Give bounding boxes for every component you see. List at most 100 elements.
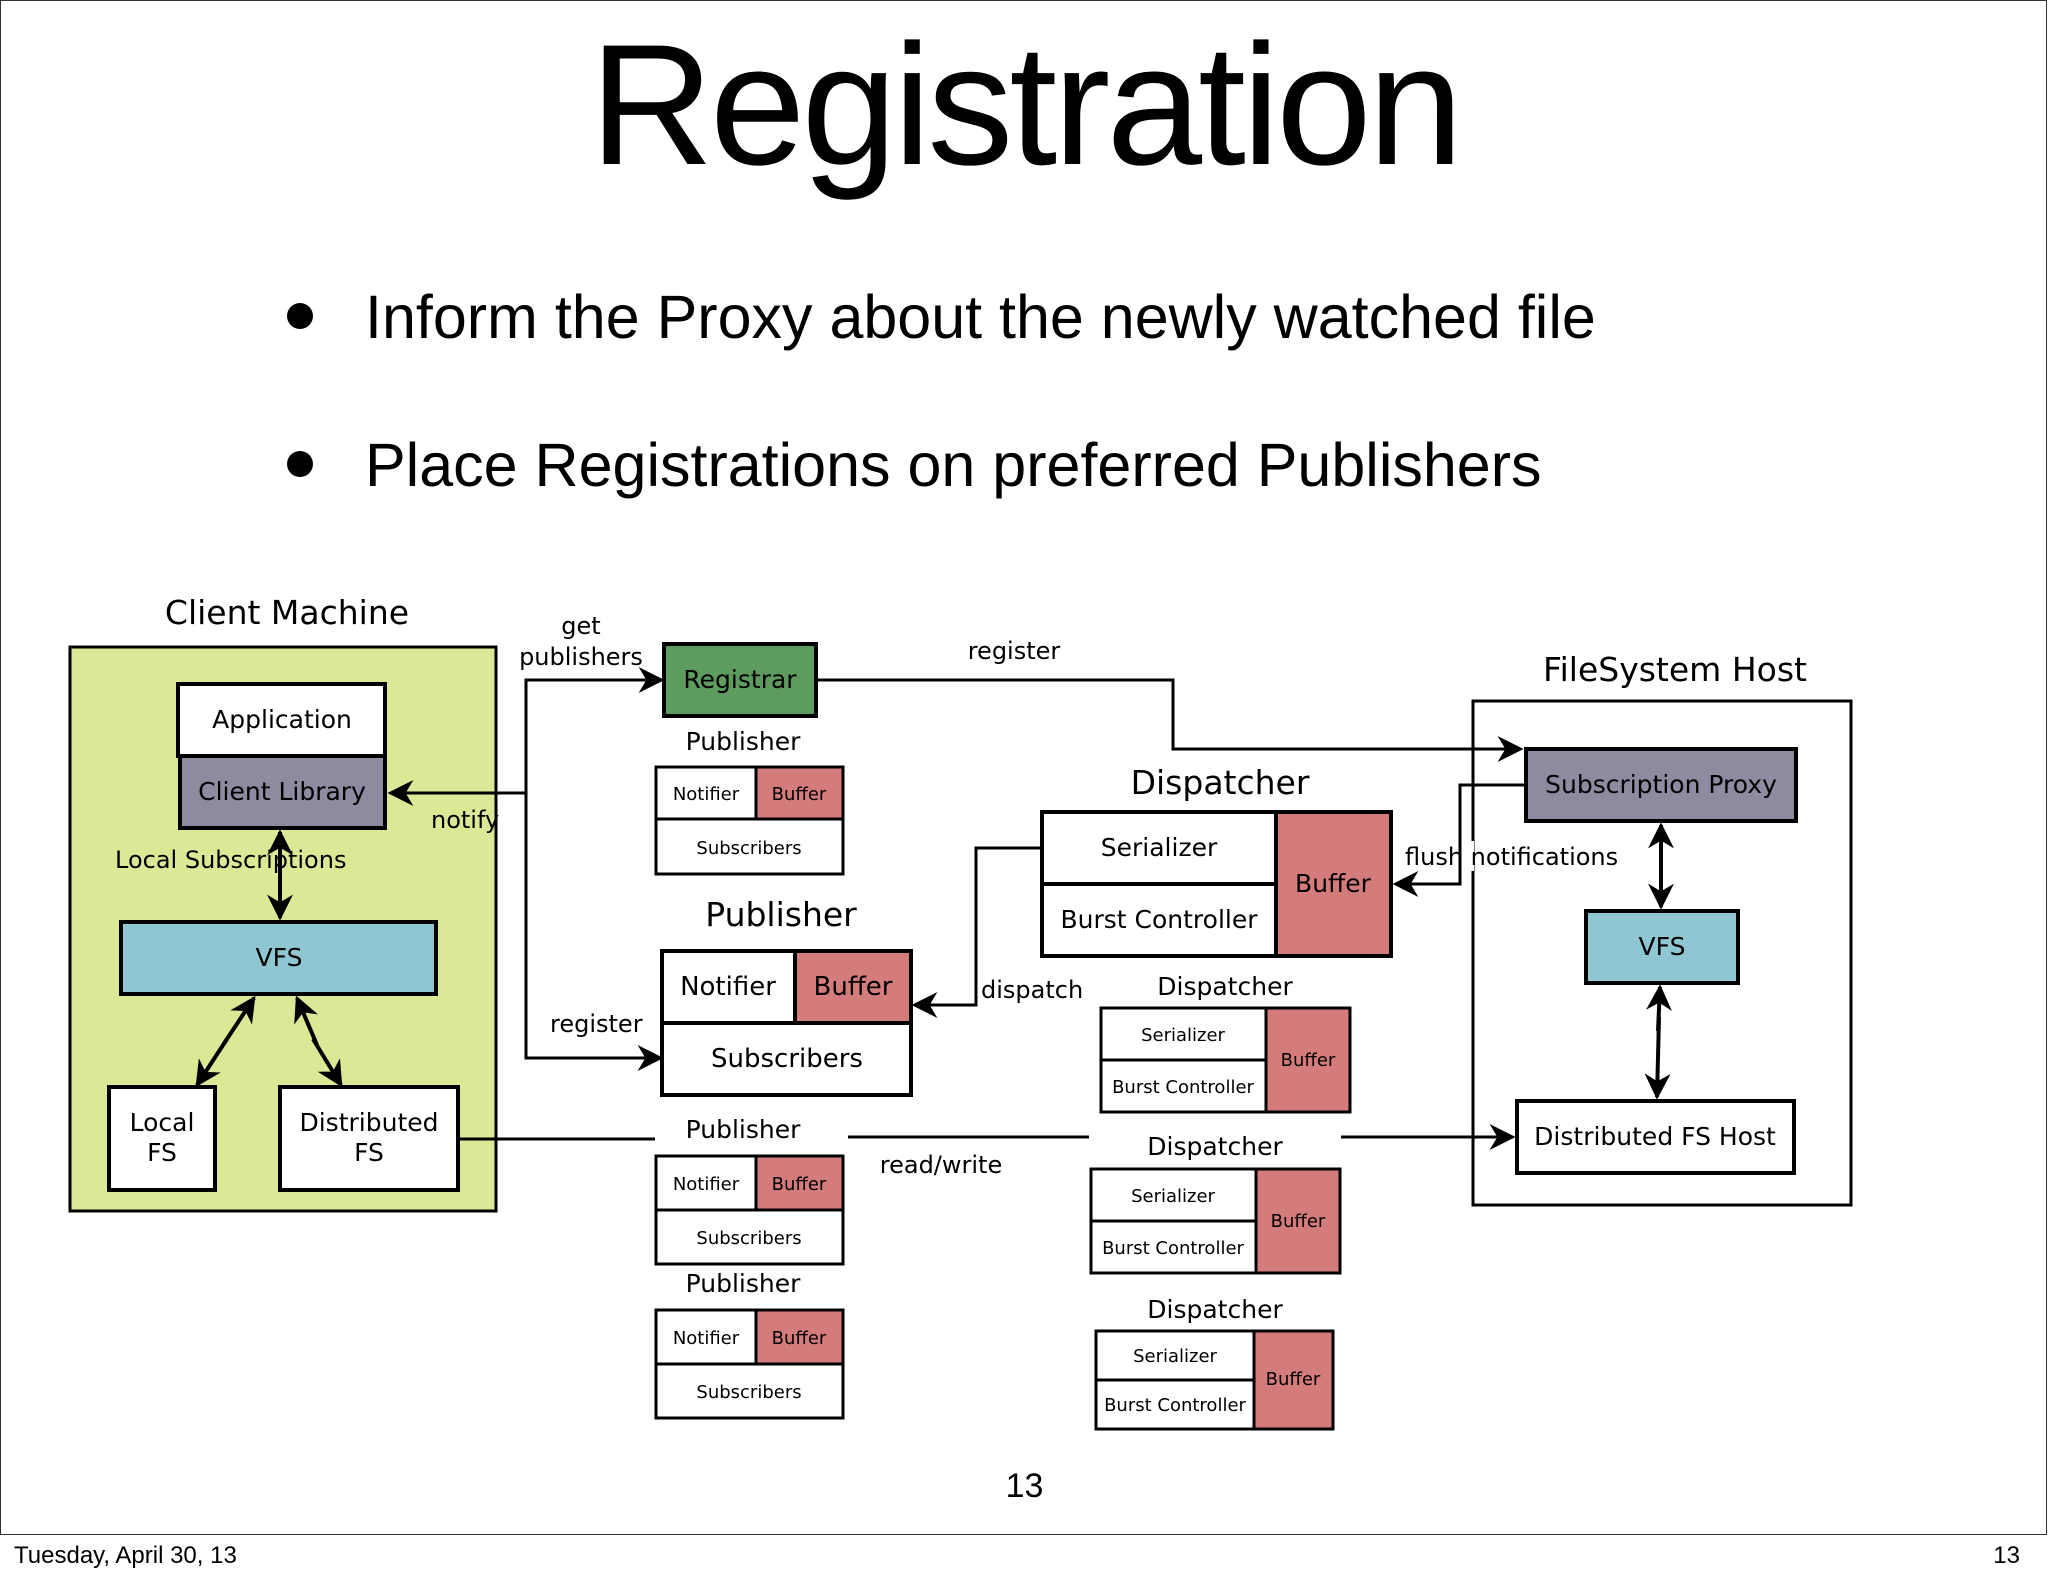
publisher-3-subscribers-box <box>654 1208 845 1266</box>
dispatcher-3-serializer-label: Serializer <box>1131 1186 1215 1207</box>
footer-page-number: 13 <box>1993 1542 2020 1569</box>
client-library-box <box>178 754 387 830</box>
filesystem-host-label: FileSystem Host <box>1543 650 1807 689</box>
registrar-label: Registrar <box>683 665 797 694</box>
architecture-diagram: Client Machine Application Client Librar… <box>68 593 1853 1431</box>
dispatcher-3-serializer-box <box>1089 1167 1258 1223</box>
application-label: Application <box>212 705 352 734</box>
publisher-1-buffer-label: Buffer <box>772 784 827 805</box>
publisher-3-notifier-label: Notifier <box>673 1174 740 1195</box>
bullet-2: Place Registrations on preferred Publish… <box>287 435 1542 496</box>
dispatcher-4-buffer-box <box>1252 1329 1335 1431</box>
bullet-text: Inform the Proxy about the newly watched… <box>365 283 1596 351</box>
dispatcher-2-buffer-label: Buffer <box>1281 1050 1336 1071</box>
footer-date: Tuesday, April 30, 13 <box>14 1542 237 1569</box>
flush-label-gap <box>1465 841 1474 871</box>
dispatcher-2-burst-controller-box <box>1099 1058 1268 1114</box>
local-fs-label-line1: Local <box>130 1108 195 1137</box>
subscription-proxy-label: Subscription Proxy <box>1545 770 1777 799</box>
client-vfs-label: VFS <box>256 943 303 972</box>
dispatcher-1-label: Dispatcher <box>1131 763 1310 802</box>
bullet-1: Inform the Proxy about the newly watched… <box>287 287 1596 348</box>
slide-title: Registration <box>589 9 1464 201</box>
flush-notifications-label: flush notifications <box>1405 843 1618 871</box>
read-write-label: read/write <box>880 1151 1002 1179</box>
vfs-dfs-host-arrow-down <box>1644 1016 1671 1100</box>
application-box <box>176 682 387 758</box>
client-library-label: Client Library <box>198 777 366 806</box>
flush-notifications-connector <box>1392 783 1526 897</box>
publisher-3-subscribers-label: Subscribers <box>696 1228 801 1249</box>
host-vfs-label: VFS <box>1639 932 1686 961</box>
publisher-4-subscribers-box <box>654 1362 845 1420</box>
publisher-1-buffer-box <box>754 765 845 821</box>
dispatcher-3-burst-controller-box <box>1089 1219 1258 1275</box>
distributed-fs-host-label: Distributed FS Host <box>1534 1122 1776 1151</box>
slide-page-number: 13 <box>1005 1467 1044 1505</box>
dispatcher-2-serializer-label: Serializer <box>1141 1025 1225 1046</box>
get-publishers-label-line2: publishers <box>519 643 643 671</box>
get-publishers-label-line1: get <box>561 612 600 640</box>
dispatcher-3-label: Dispatcher <box>1147 1132 1283 1161</box>
publisher-1-subscribers-label: Subscribers <box>696 838 801 859</box>
publisher-2-notifier-box <box>660 949 797 1025</box>
dispatch-label: dispatch <box>981 976 1083 1004</box>
dispatcher-1-buffer-label: Buffer <box>1295 869 1372 898</box>
publisher-4-subscribers-label: Subscribers <box>696 1382 801 1403</box>
distributed-fs-box <box>278 1085 460 1192</box>
publisher-2-notifier-label: Notifier <box>680 972 776 1002</box>
register-connector-top <box>816 678 1524 762</box>
local-subscriptions-label: Local Subscriptions <box>115 846 346 874</box>
publisher-1-subscribers-box <box>654 817 845 876</box>
vfs-distributed-arrow-down <box>311 1037 343 1088</box>
publisher-3-buffer-label: Buffer <box>772 1174 827 1195</box>
publisher-4-notifier-label: Notifier <box>673 1328 740 1349</box>
local-fs-label-line2: FS <box>147 1138 177 1167</box>
publisher-1-notifier-label: Notifier <box>673 784 740 805</box>
dispatcher-2-burst-controller-label: Burst Controller <box>1112 1077 1254 1098</box>
dispatch-connector <box>911 846 1042 1018</box>
dispatcher-2-label: Dispatcher <box>1157 972 1293 1001</box>
dispatcher-1-serializer-label: Serializer <box>1101 833 1218 862</box>
notify-label: notify <box>431 806 499 834</box>
dispatcher-4-serializer-label: Serializer <box>1133 1346 1217 1367</box>
publisher-4-notifier-box <box>654 1308 758 1366</box>
registrar-box <box>662 642 818 718</box>
bullet-dot <box>287 302 313 329</box>
publisher-4-buffer-box <box>754 1308 845 1366</box>
dispatcher-3-buffer-box <box>1254 1167 1342 1275</box>
slide: Registration Inform the Proxy about the … <box>0 0 2047 1535</box>
filesystem-host-box <box>1471 699 1853 1207</box>
register-connector-left <box>524 793 664 1071</box>
publisher-2-subscribers-box <box>660 1021 913 1097</box>
distributed-fs-host-box <box>1515 1099 1796 1175</box>
dispatcher-4-label: Dispatcher <box>1147 1295 1283 1324</box>
dispatcher-4-buffer-label: Buffer <box>1266 1369 1321 1390</box>
vfs-local-arrow-up <box>221 995 256 1047</box>
publisher-1-label: Publisher <box>686 727 801 756</box>
register-left-label: register <box>550 1010 643 1038</box>
distributed-fs-label-line1: Distributed <box>299 1108 438 1137</box>
dispatcher-1-burst-controller-label: Burst Controller <box>1060 905 1258 934</box>
publisher-3-buffer-box <box>754 1154 845 1212</box>
client-vfs-box <box>119 920 438 996</box>
distributed-fs-label-line2: FS <box>354 1138 384 1167</box>
get-publishers-connector <box>524 667 665 793</box>
dispatcher-3-burst-controller-label: Burst Controller <box>1102 1238 1244 1259</box>
client-machine-label: Client Machine <box>165 593 409 632</box>
dispatcher-1-burst-controller-box <box>1040 882 1278 958</box>
publisher-2-subscribers-label: Subscribers <box>711 1044 863 1074</box>
dispatcher-1-buffer-box <box>1274 810 1393 958</box>
vfs-local-arrow-down <box>195 1037 229 1088</box>
publisher-4-buffer-label: Buffer <box>772 1328 827 1349</box>
publisher-4-label: Publisher <box>686 1269 801 1298</box>
dispatcher-4-burst-controller-label: Burst Controller <box>1104 1395 1246 1416</box>
dispatcher-2-buffer-box <box>1264 1006 1352 1114</box>
local-fs-box <box>107 1085 217 1192</box>
publisher-2-buffer-label: Buffer <box>814 972 893 1002</box>
bullet-dot <box>287 450 313 477</box>
vfs-distributed-arrow-up <box>294 995 319 1046</box>
publisher-2-buffer-box <box>793 949 913 1025</box>
publisher-2-label: Publisher <box>705 895 857 934</box>
dispatcher-3-buffer-label: Buffer <box>1271 1211 1326 1232</box>
